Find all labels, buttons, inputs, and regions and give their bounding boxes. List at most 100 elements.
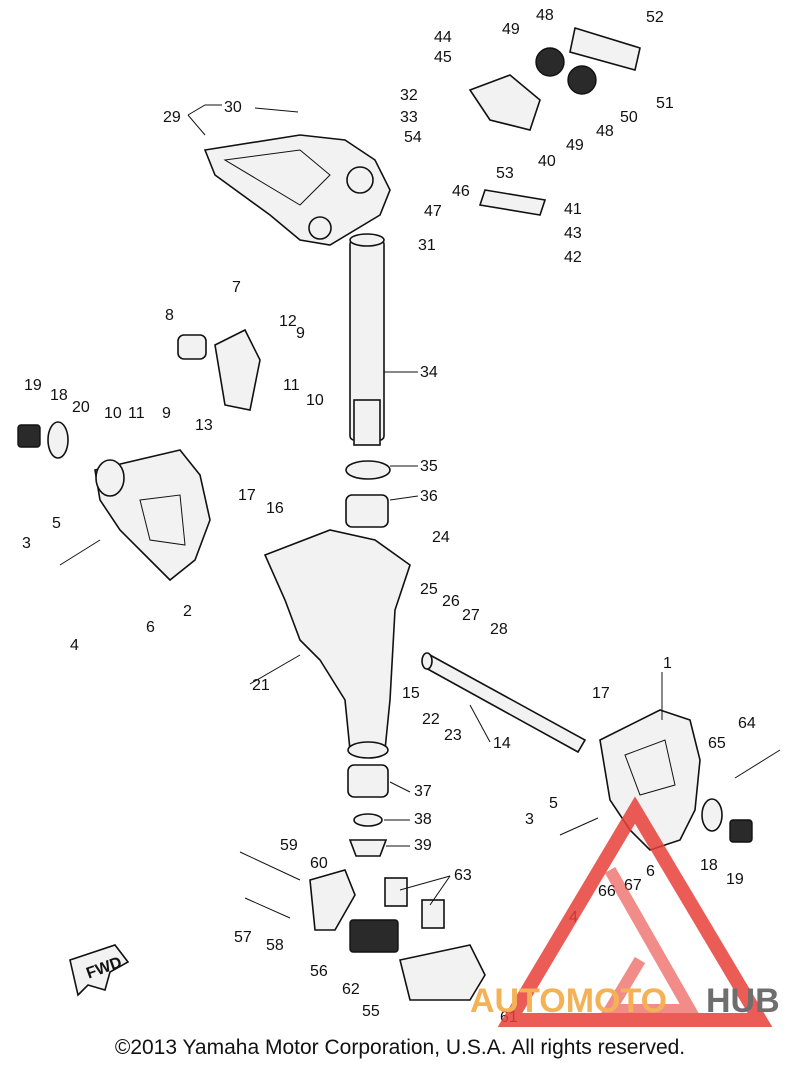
steering-bracket-part [203,134,391,246]
callout-35: 35 [420,458,438,475]
callout-58: 58 [266,937,284,954]
plate-part [214,328,261,411]
callout-62: 62 [342,981,360,998]
leader-lines [187,104,663,906]
bushing-part [47,421,69,459]
callout-53: 53 [496,165,514,182]
bushing-part [701,798,723,832]
callout-36: 36 [420,488,438,505]
callout-19: 19 [24,377,42,394]
callout-11b: 11 [283,377,300,394]
tilt-shaft-part [421,652,587,754]
callout-55: 55 [362,1003,380,1020]
callout-66: 66 [598,883,616,900]
callout-9b: 9 [162,405,171,422]
mount-housing-part [399,944,486,1001]
callout-13: 13 [195,417,213,434]
callout-labels: 1 2 3 3 4 4 5 5 6 6 7 8 9 9 10 10 11 11 … [22,7,756,1026]
callout-6: 6 [146,619,155,636]
callout-56: 56 [310,963,328,980]
callout-21: 21 [252,677,270,694]
rubber-mount-part [349,919,399,953]
callout-29: 29 [163,109,181,126]
callout-20: 20 [72,399,90,416]
callout-9: 9 [296,325,305,342]
callout-30: 30 [224,99,242,116]
callout-39: 39 [414,837,432,854]
callout-16: 16 [266,500,284,517]
bolt-parts [59,539,781,919]
watermark-text-1: AUTOMOTO [470,982,667,1020]
callout-6b: 6 [646,863,655,880]
callout-52: 52 [646,9,664,26]
callout-64: 64 [738,715,756,732]
callout-34: 34 [420,364,438,381]
callout-10b: 10 [306,392,324,409]
callout-17b: 17 [592,685,610,702]
callout-19b: 19 [726,871,744,888]
callout-18b: 18 [700,857,718,874]
callout-31: 31 [418,237,436,254]
callout-2: 2 [183,603,192,620]
steering-friction-parts [468,26,641,216]
callout-22: 22 [422,711,440,728]
watermark-text-2: HUB [706,982,780,1020]
rubber-mount-part [384,877,408,907]
callout-27: 27 [462,607,480,624]
callout-43: 43 [564,225,582,242]
callout-10: 10 [104,405,122,422]
callout-8: 8 [165,307,174,324]
callout-44: 44 [434,29,452,46]
callout-42: 42 [564,249,582,266]
callout-47: 47 [424,203,442,220]
callout-60: 60 [310,855,328,872]
callout-37: 37 [414,783,432,800]
callout-57: 57 [234,929,252,946]
callout-4: 4 [70,637,79,654]
callout-1: 1 [663,655,672,672]
ring-part [345,460,391,480]
callout-11: 11 [128,405,145,422]
mount-housing-part [309,869,356,931]
callout-28: 28 [490,621,508,638]
callout-65: 65 [708,735,726,752]
callout-3b: 3 [525,811,534,828]
callout-40: 40 [538,153,556,170]
callout-18: 18 [50,387,68,404]
callout-67: 67 [624,877,642,894]
callout-15: 15 [402,685,420,702]
callout-48b: 48 [596,123,614,140]
washer-part [353,813,383,827]
callout-54: 54 [404,129,422,146]
callout-59: 59 [280,837,298,854]
callout-23: 23 [444,727,462,744]
callout-26: 26 [442,593,460,610]
clamp-bracket-left-part [94,449,211,582]
callout-63: 63 [454,867,472,884]
callout-50: 50 [620,109,638,126]
callout-7: 7 [232,279,241,296]
callout-3: 3 [22,535,31,552]
callout-17: 17 [238,487,256,504]
callout-49b: 49 [566,137,584,154]
bushing-part [347,764,389,798]
nut-part [729,819,753,843]
callout-25: 25 [420,581,438,598]
callout-46: 46 [452,183,470,200]
callout-48: 48 [536,7,554,24]
copyright-notice: ©2013 Yamaha Motor Corporation, U.S.A. A… [114,1036,686,1059]
callout-32: 32 [400,87,418,104]
bushing-part [348,839,388,857]
callout-12: 12 [279,313,297,330]
collar-part [177,334,207,360]
callout-51: 51 [656,95,674,112]
bushing-part [345,494,389,528]
callout-49: 49 [502,21,520,38]
steering-shaft-part [349,233,385,446]
callout-24: 24 [432,529,450,546]
callout-33: 33 [400,109,418,126]
callout-45: 45 [434,49,452,66]
callout-14: 14 [493,735,511,752]
callout-5b: 5 [549,795,558,812]
